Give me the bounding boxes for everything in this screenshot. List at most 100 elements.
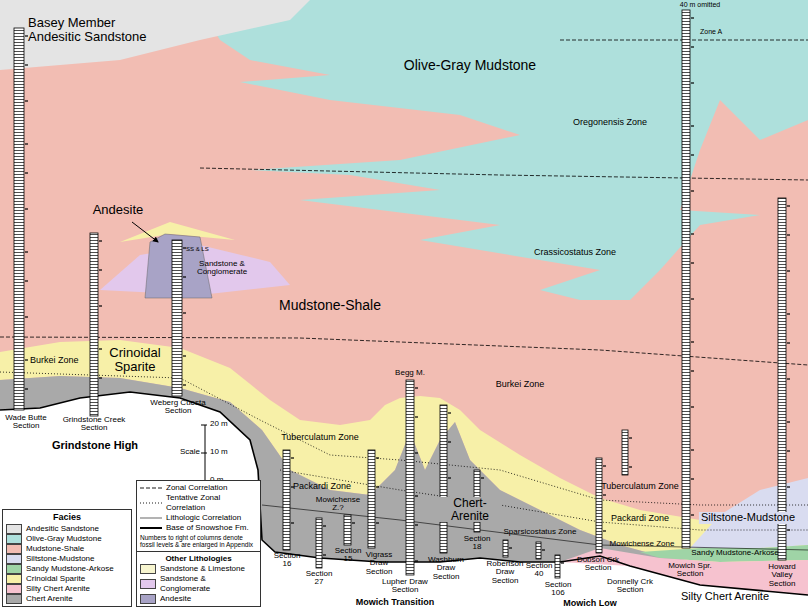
- fossil-tick: [99, 240, 102, 241]
- legend-swatch: [6, 594, 22, 604]
- section-column: [778, 198, 786, 560]
- label-holder: Packardi Zone: [611, 514, 669, 523]
- label: Basey Member Andesitic Sandstone: [28, 16, 168, 43]
- legend-line: [140, 487, 162, 488]
- olive-gray-mudstone: [195, 0, 808, 300]
- label: Howard Valley Section: [762, 563, 802, 588]
- label-holder: Packardi Zone: [293, 482, 351, 491]
- legend-row: Base of Snowshoe Fm.: [140, 523, 257, 533]
- label-holder: Burkei Zone: [496, 380, 545, 389]
- label: Robertson Draw Section: [484, 560, 526, 585]
- label-holder: Andesite: [93, 203, 144, 217]
- scale-bar: [201, 425, 207, 481]
- fossil-tick: [376, 522, 379, 523]
- label-holder: Scale: [180, 448, 200, 456]
- fossil-tick: [787, 529, 790, 530]
- label: Oregonensis Zone: [573, 118, 647, 127]
- label-holder: Sparsicostatus Zone: [504, 528, 577, 536]
- legend-text: Sandy Mudstone-Arkose: [26, 564, 114, 574]
- label: Packardi Zone: [293, 482, 351, 491]
- fossil-tick: [691, 298, 694, 299]
- legend-row: Andesite: [140, 594, 257, 604]
- fossil-tick: [99, 305, 102, 306]
- andesitic-sandstone: [0, 0, 310, 70]
- legend-swatch: [140, 564, 156, 574]
- label: Siltstone-Mudstone: [699, 512, 797, 524]
- fossil-tick: [629, 466, 632, 467]
- label: Wade Butte Section: [2, 414, 50, 431]
- legend-heading: Facies: [6, 512, 128, 524]
- fossil-tick: [376, 486, 379, 487]
- legend-row: Crinoidal Sparite: [6, 574, 128, 584]
- label: Begg M.: [395, 369, 425, 377]
- legend-row: Zonal Correlation: [140, 483, 257, 493]
- fossil-tick: [25, 100, 28, 101]
- fossil-tick: [448, 477, 451, 478]
- legend-swatch: [6, 544, 22, 554]
- fossil-tick: [787, 313, 790, 314]
- label: Donnelly Crk Section: [605, 578, 655, 595]
- legend-row: Lithologic Correlation: [140, 513, 257, 523]
- legend-row: Olive-Gray Mudstone: [6, 534, 128, 544]
- label-holder: Tuberculatum Zone: [281, 433, 359, 442]
- label-holder: Silty Chert Arenite: [681, 591, 769, 603]
- legend-row: Tentative Zonal Correlation: [140, 493, 257, 513]
- legend-text: Tentative Zonal Correlation: [166, 493, 257, 513]
- label-holder: Section 16: [269, 552, 305, 569]
- label-holder: Begg M.: [395, 369, 425, 377]
- fossil-tick: [691, 17, 694, 18]
- label: Section 40: [523, 562, 555, 579]
- legend-box: FaciesAndesitic SandstoneOlive-Gray Muds…: [2, 509, 132, 607]
- label-holder: 20 m: [210, 420, 228, 428]
- legend-text: Lithologic Correlation: [166, 513, 241, 523]
- label-holder: Mowich Transition: [356, 598, 435, 607]
- label: Mudstone-Shale: [279, 298, 381, 313]
- legend-line-sample: [140, 485, 162, 491]
- legend-swatch: [140, 579, 156, 589]
- section-column: [536, 542, 541, 559]
- section-column: [503, 540, 508, 557]
- section-column: [14, 28, 24, 410]
- fossil-tick: [323, 525, 326, 526]
- legend-box: Other LithologiesSandstone & LimestoneSa…: [136, 551, 261, 607]
- legend-text: Olive-Gray Mudstone: [26, 534, 102, 544]
- label-holder: Oregonensis Zone: [573, 118, 647, 127]
- label: Zone A: [700, 28, 722, 35]
- label: Crassicostatus Zone: [534, 248, 616, 257]
- label-holder: Washburn Draw Section: [426, 556, 466, 581]
- label: Tuberculatum Zone: [601, 482, 679, 491]
- fossil-tick: [691, 406, 694, 407]
- section-column: [440, 405, 447, 553]
- fossil-tick: [25, 388, 28, 389]
- legend-line-sample: [140, 500, 162, 506]
- fossil-tick: [99, 348, 102, 349]
- fossil-tick: [415, 524, 418, 525]
- legend-column: Zonal CorrelationTentative Zonal Correla…: [136, 480, 261, 607]
- fossil-tick: [787, 270, 790, 271]
- label-holder: Weberg Cuesta Section: [146, 399, 210, 416]
- legend-swatch: [6, 524, 22, 534]
- section-column: [90, 233, 98, 416]
- section-column: [682, 10, 690, 548]
- label-holder: Grindstone High: [52, 440, 138, 452]
- fossil-tick: [448, 412, 451, 413]
- legend-line: [140, 517, 162, 518]
- label-holder: Section 15: [331, 547, 365, 564]
- label-holder: Burkei Zone: [30, 356, 79, 365]
- fossil-tick: [629, 437, 632, 438]
- label: 10 m: [210, 448, 228, 456]
- label: Burkei Zone: [496, 380, 545, 389]
- label: Olive-Gray Mudstone: [404, 58, 536, 73]
- fossil-tick: [415, 560, 418, 561]
- label-holder: Basey Member Andesitic Sandstone: [28, 16, 168, 43]
- label: Lupher Draw Section: [380, 578, 430, 595]
- fossil-tick: [99, 377, 102, 378]
- fossil-tick: [25, 280, 28, 281]
- legend-note: Numbers to right of columns denote fossi…: [140, 534, 257, 549]
- region-name: Grindstone High: [52, 440, 138, 452]
- fossil-tick: [787, 378, 790, 379]
- fossil-tick: [183, 312, 186, 313]
- label: Crinoidal Sparite: [100, 346, 170, 373]
- legend-text: Silty Chert Arenite: [26, 584, 90, 594]
- legend-row: Sandstone & Limestone: [140, 564, 257, 574]
